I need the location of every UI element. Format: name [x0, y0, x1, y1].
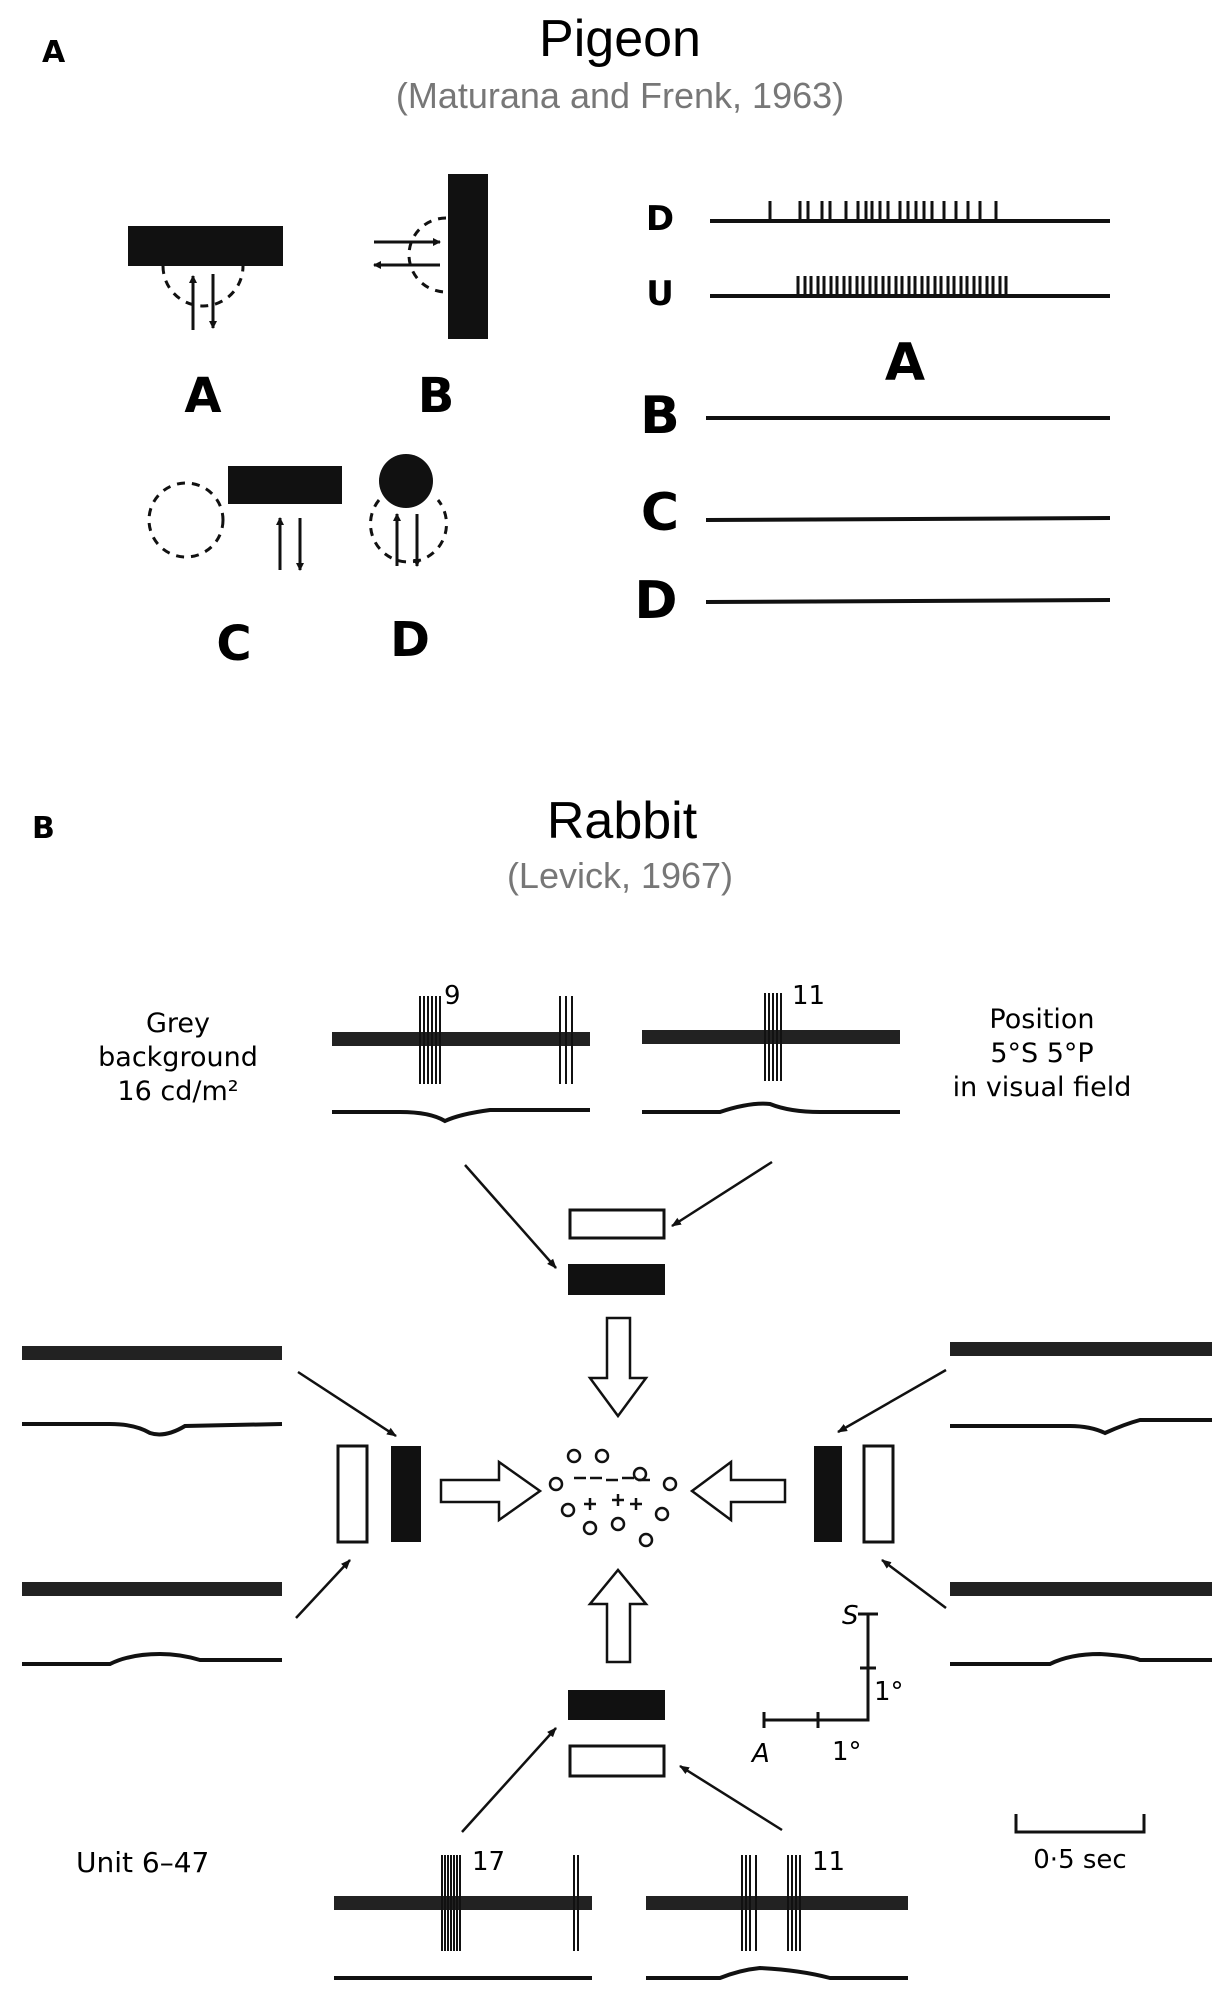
unit-label: Unit 6–47	[76, 1846, 209, 1879]
rf-circle	[632, 1466, 648, 1482]
spatial-scale	[762, 1612, 878, 1728]
scale-deg-h: 1°	[832, 1737, 862, 1767]
stimulus-d-label: D	[390, 612, 430, 668]
stimulus-a: A	[128, 226, 283, 424]
panel-a-citation: (Maturana and Frenk, 1963)	[396, 75, 844, 116]
panel-b-title: Rabbit	[547, 792, 698, 850]
scale-deg-v: 1°	[874, 1677, 904, 1707]
record-right-upper	[950, 1342, 1212, 1436]
hollow-arrow-up	[587, 1568, 649, 1664]
record-top-left: 9	[332, 981, 590, 1124]
panel-a: A Pigeon (Maturana and Frenk, 1963) A B …	[42, 10, 1111, 672]
panel-b-label: B	[32, 811, 55, 846]
trace-u-spikes	[796, 276, 1008, 296]
pigeon-traces: D U A B C D	[634, 199, 1111, 631]
black-bar-right	[814, 1446, 842, 1542]
rf-circle	[594, 1448, 610, 1464]
trace-label-dd: D	[634, 571, 677, 631]
trace-label-u: U	[646, 274, 674, 314]
panel-b: B Rabbit (Levick, 1967) Grey background …	[22, 792, 1212, 1980]
position-note-line-3: in visual field	[953, 1072, 1132, 1103]
trace-label-c: C	[641, 483, 679, 543]
trace-d-spikes	[768, 201, 998, 221]
black-bar-left	[391, 1446, 421, 1542]
spike-count-top-left: 9	[444, 981, 461, 1011]
trace-group-label: A	[885, 333, 925, 393]
trace-dd	[705, 598, 1111, 604]
trace-label-b: B	[640, 386, 680, 446]
stimulus-b: B	[373, 174, 488, 424]
stimulus-c-label: C	[216, 616, 251, 672]
rf-circle	[638, 1532, 654, 1548]
rf-circle	[582, 1520, 598, 1536]
record-bottom-left: 17	[334, 1847, 592, 1980]
rf-circle	[610, 1516, 626, 1532]
white-bar-top	[568, 1208, 666, 1240]
background-note-line-3: 16 cd/m²	[117, 1076, 238, 1107]
stimulus-a-label: A	[184, 368, 221, 424]
position-note-line-1: Position	[989, 1004, 1094, 1035]
spike-count-top-right: 11	[792, 981, 825, 1011]
spike-count-bottom-right: 11	[812, 1847, 845, 1877]
rf-circle	[566, 1448, 582, 1464]
time-scale-label: 0·5 sec	[1033, 1845, 1126, 1875]
time-scale	[1014, 1814, 1146, 1834]
trace-label-d: D	[646, 199, 674, 239]
panel-a-title: Pigeon	[539, 10, 701, 68]
record-left-lower	[22, 1582, 282, 1666]
stimulus-c: C	[147, 466, 342, 672]
scale-a-label: A	[750, 1739, 770, 1769]
record-bottom-right: 11	[646, 1847, 908, 1980]
hollow-arrow-left	[689, 1459, 787, 1523]
rf-circle	[654, 1506, 670, 1522]
position-note: Position 5°S 5°P in visual field	[953, 1004, 1132, 1103]
record-top-right: 11	[642, 981, 900, 1114]
rf-circle	[662, 1476, 678, 1492]
spike-count-bottom-left: 17	[472, 1847, 505, 1877]
stimulus-b-label: B	[418, 368, 455, 424]
rf-circle	[548, 1476, 564, 1492]
stimulus-d: D	[369, 454, 448, 668]
receptive-field-map	[548, 1448, 678, 1548]
record-right-lower	[950, 1582, 1212, 1666]
white-bar-left	[336, 1444, 369, 1544]
trace-c	[705, 516, 1111, 522]
background-note-line-1: Grey	[146, 1008, 210, 1039]
background-note: Grey background 16 cd/m²	[98, 1008, 258, 1107]
black-bar-bottom	[568, 1690, 665, 1720]
hollow-arrow-right	[439, 1459, 543, 1523]
record-left-upper	[22, 1346, 283, 1437]
rf-circle	[560, 1502, 576, 1518]
hollow-arrow-down	[587, 1316, 649, 1419]
white-bar-right	[862, 1444, 895, 1544]
black-bar-top	[568, 1264, 665, 1295]
panel-b-citation: (Levick, 1967)	[507, 855, 733, 896]
scale-s-label: S	[842, 1601, 859, 1631]
panel-a-label: A	[42, 35, 66, 70]
background-note-line-2: background	[98, 1042, 258, 1073]
position-note-line-2: 5°S 5°P	[990, 1038, 1093, 1069]
white-bar-bottom	[568, 1744, 666, 1778]
